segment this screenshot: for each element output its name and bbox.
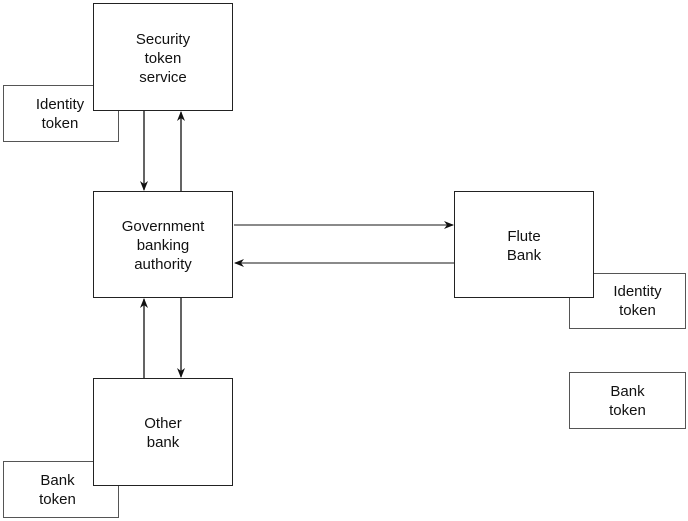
flute-label-1: Flute [507, 228, 541, 245]
bank-token-label-2: token [39, 490, 76, 508]
gba-label-2: banking [136, 237, 190, 254]
other-bank-box: Other bank [93, 378, 233, 486]
flute-label-2: Bank [506, 247, 542, 264]
other-label-2: bank [146, 434, 180, 451]
identity-token-label-1: Identity [35, 95, 85, 113]
other-label-1: Other [144, 415, 182, 432]
identity-token-label-2: token [41, 114, 79, 132]
sts-label-2: token [144, 50, 182, 67]
security-token-service-box: Security token service [93, 3, 233, 111]
identity-token-label-2: token [619, 302, 656, 319]
government-banking-authority-box: Government banking authority [93, 191, 233, 298]
flute-bank-box: Flute Bank [454, 191, 594, 298]
sts-label-3: service [139, 69, 187, 86]
gba-label-1: Government [121, 218, 205, 235]
gba-label-3: authority [134, 256, 192, 273]
identity-token-flute: Identity token [569, 273, 686, 329]
bank-token-label-2: token [609, 401, 646, 419]
sts-label-1: Security [135, 31, 191, 48]
identity-token-label-1: Identity [613, 283, 662, 300]
bank-token-label-1: Bank [40, 471, 75, 489]
bank-token-label-1: Bank [610, 382, 645, 400]
bank-token-right: Bank token [569, 372, 686, 429]
